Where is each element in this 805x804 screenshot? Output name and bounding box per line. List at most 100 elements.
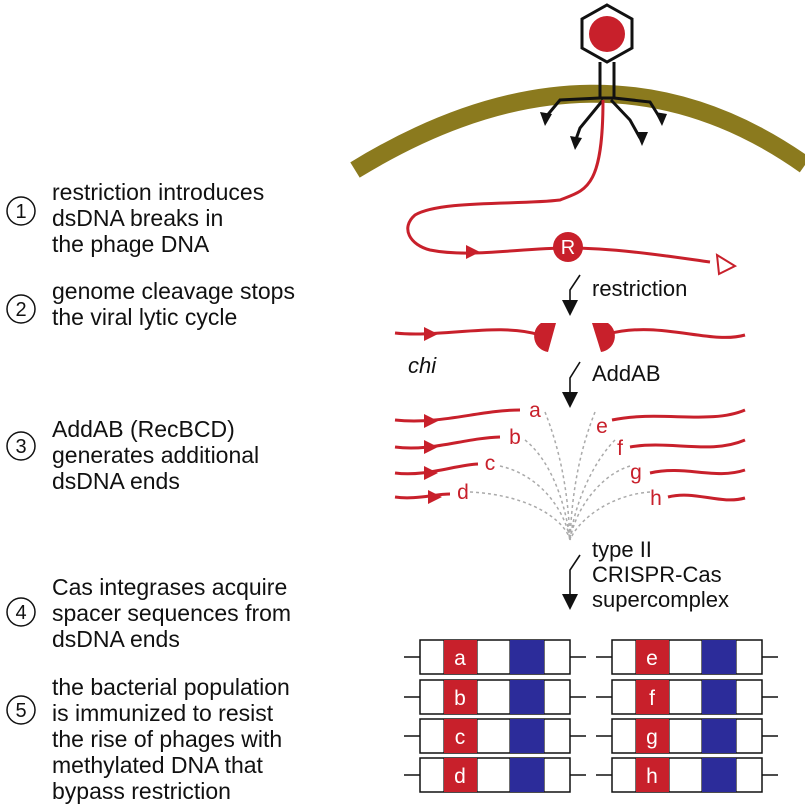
- dna-arrow-head-icon: [424, 440, 438, 454]
- step-5-line-3: the rise of phages with: [52, 726, 282, 752]
- step-5-line-1: the bacterial population: [52, 674, 290, 700]
- step-3-line-3: dsDNA ends: [52, 468, 180, 494]
- spacer-letter: b: [454, 687, 466, 710]
- supercomplex-label-line-1: type II: [592, 537, 652, 562]
- spacer-cell-red: [636, 758, 669, 792]
- step-2-line-1: genome cleavage stops: [52, 278, 295, 304]
- dotted-threads: [469, 411, 651, 541]
- step-number-1: 1: [15, 201, 26, 223]
- step-1-line-3: the phage DNA: [52, 231, 210, 257]
- cleaved-end-left-icon: [534, 323, 556, 352]
- step-number-4: 4: [15, 602, 26, 624]
- spacer-cell-red: [444, 680, 477, 714]
- step-3-line-1: AddAB (RecBCD): [52, 416, 235, 442]
- injected-phage-dna-right: [567, 246, 711, 264]
- dna-end-open-arrow-icon: [715, 253, 738, 276]
- restriction-arrow: [562, 274, 581, 316]
- supercomplex-label-line-2: CRISPR-Cas: [592, 562, 722, 587]
- cleaved-end-right-icon: [592, 323, 615, 352]
- cleaved-dna-right: [607, 328, 746, 339]
- end-letter-b: b: [509, 426, 521, 449]
- array-frame: [611, 639, 763, 675]
- dna-arrow-head-icon: [466, 245, 480, 259]
- array-frame: [419, 639, 571, 675]
- end-letter-f: f: [617, 437, 623, 460]
- spacer-cell-blue: [702, 640, 736, 674]
- step-3-line-2: generates additional: [52, 442, 259, 468]
- step-5-line-2: is immunized to resist: [52, 700, 274, 726]
- step-number-circle: [6, 695, 36, 725]
- step-1-line-1: restriction introduces: [52, 179, 264, 205]
- spacer-letter: h: [646, 765, 658, 788]
- bacteriophage-icon: [540, 3, 667, 150]
- step-number-2: 2: [15, 299, 26, 321]
- step-5-line-4: methylated DNA that: [52, 752, 264, 778]
- crispr-array-right-row: e: [596, 639, 778, 675]
- step-1: 1 restriction introduces dsDNA breaks in…: [6, 179, 264, 257]
- end-letter-g: g: [630, 461, 642, 484]
- array-frame: [419, 718, 571, 754]
- chi-label: chi: [408, 353, 437, 378]
- crispr-array-left-row: c: [404, 718, 586, 754]
- step-number-circle: [6, 196, 36, 226]
- step-number-3: 3: [15, 436, 26, 458]
- step-4: 4 Cas integrases acquire spacer sequence…: [6, 574, 291, 652]
- spacer-cell-red: [636, 680, 669, 714]
- dna-arrow-head-icon: [424, 466, 438, 480]
- array-frame: [611, 679, 763, 715]
- spacer-letter: f: [649, 687, 655, 710]
- array-frame: [611, 718, 763, 754]
- spacer-cell-blue: [702, 758, 736, 792]
- spacer-cell-blue: [702, 680, 736, 714]
- step-number-circle: [6, 294, 36, 324]
- addab-arrow: [562, 361, 581, 408]
- end-letter-h: h: [650, 487, 662, 510]
- crispr-array-left-row: d: [404, 757, 586, 793]
- spacer-letter: d: [454, 765, 466, 788]
- spacer-cell-red: [444, 719, 477, 753]
- cleaved-dna-left: [394, 328, 541, 337]
- crispr-array-left-row: a: [404, 639, 586, 675]
- bacterial-membrane: [350, 84, 805, 178]
- supercomplex-arrow: [562, 554, 581, 610]
- end-letter-e: e: [596, 415, 608, 438]
- array-frame: [611, 757, 763, 793]
- step-4-line-2: spacer sequences from: [52, 600, 291, 626]
- dna-arrow-head-icon: [424, 327, 438, 341]
- restriction-label: restriction: [592, 276, 687, 301]
- dna-arrow-head-icon: [428, 490, 442, 504]
- step-number-circle: [6, 597, 36, 627]
- step-3: 3 AddAB (RecBCD) generates additional ds…: [6, 416, 259, 494]
- step-4-line-1: Cas integrases acquire: [52, 574, 287, 600]
- crispr-array-left-row: b: [404, 679, 586, 715]
- step-5: 5 the bacterial population is immunized …: [6, 674, 290, 804]
- spacer-cell-red: [444, 640, 477, 674]
- spacer-cell-red: [444, 758, 477, 792]
- spacer-letter: c: [455, 726, 466, 749]
- addab-label: AddAB: [592, 361, 661, 386]
- array-frame: [419, 679, 571, 715]
- spacer-letter: e: [646, 647, 658, 670]
- step-4-line-3: dsDNA ends: [52, 626, 180, 652]
- spacer-cell-red: [636, 640, 669, 674]
- dna-arrow-head-icon: [424, 414, 438, 428]
- end-letter-d: d: [457, 481, 469, 504]
- array-frame: [419, 757, 571, 793]
- spacer-cell-blue: [510, 719, 544, 753]
- spacer-cell-blue: [510, 680, 544, 714]
- spacer-letter: a: [454, 647, 466, 670]
- end-letter-c: c: [485, 452, 496, 475]
- spacer-letter: g: [646, 726, 658, 749]
- step-number-circle: [6, 431, 36, 461]
- spacer-cell-red: [636, 719, 669, 753]
- end-letter-a: a: [529, 399, 541, 422]
- restriction-enzyme-label: R: [561, 237, 575, 259]
- crispr-array-right-row: h: [596, 757, 778, 793]
- supercomplex-label-line-3: supercomplex: [592, 587, 729, 612]
- crispr-array-right-row: g: [596, 718, 778, 754]
- spacer-cell-blue: [510, 640, 544, 674]
